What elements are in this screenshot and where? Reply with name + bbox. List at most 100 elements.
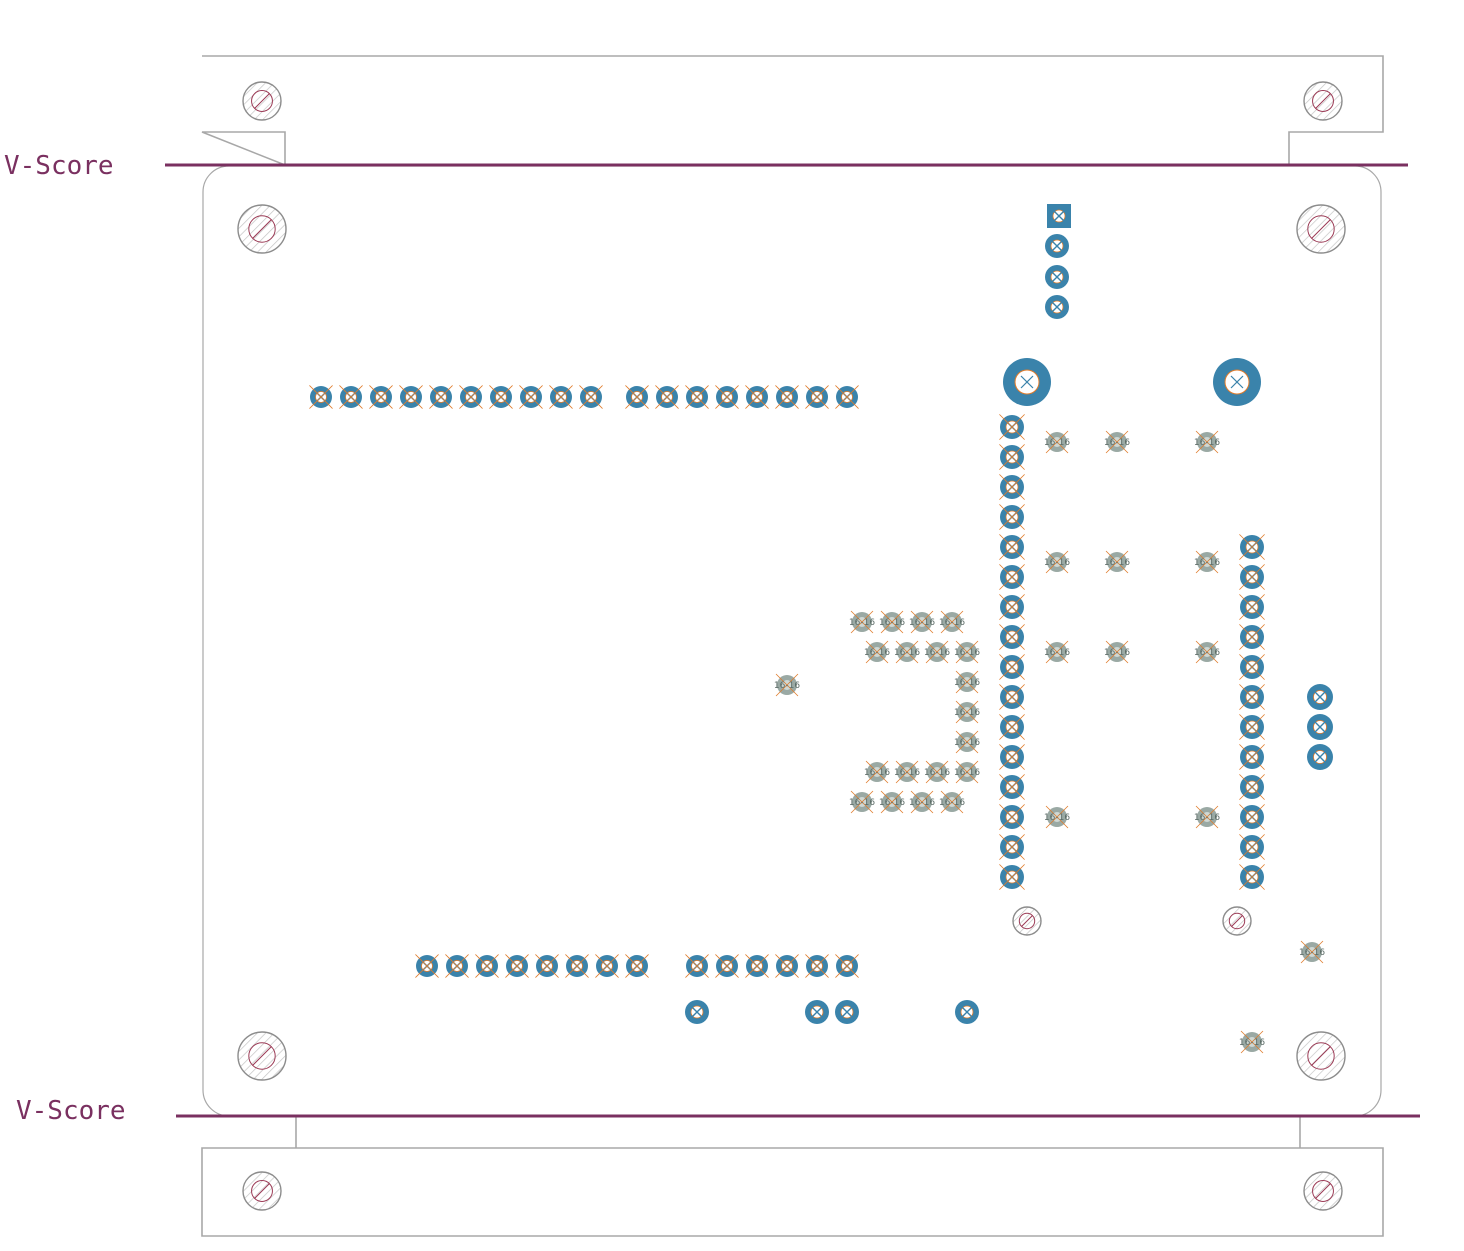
header-pin	[685, 954, 709, 978]
module-pin	[999, 504, 1025, 530]
module-pin	[1239, 834, 1265, 860]
via: 16-16	[954, 730, 980, 754]
module-pin	[999, 864, 1025, 890]
via: 16-16	[939, 790, 965, 814]
via: 16-16	[1299, 940, 1325, 964]
via-drill-label: 16-16	[1299, 948, 1325, 958]
header-pin	[535, 954, 559, 978]
via-drill-label: 16-16	[879, 618, 905, 628]
module-pin	[999, 654, 1025, 680]
header-pin	[775, 385, 799, 409]
module-pin	[999, 414, 1025, 440]
via: 16-16	[909, 610, 935, 634]
header-pin	[625, 954, 649, 978]
header-pin	[595, 954, 619, 978]
via-drill-label: 16-16	[879, 798, 905, 808]
header-pin	[445, 954, 469, 978]
header-pin	[489, 385, 513, 409]
th-pad	[835, 1000, 859, 1024]
vscore-label-bottom: V-Score	[16, 1096, 126, 1126]
via: 16-16	[849, 610, 875, 634]
via-drill-label: 16-16	[1239, 1038, 1265, 1048]
via-drill-label: 16-16	[1194, 558, 1220, 568]
header-pin	[1307, 714, 1333, 740]
module-pin	[1239, 804, 1265, 830]
via: 16-16	[924, 760, 950, 784]
via-drill-label: 16-16	[1044, 648, 1070, 658]
mounting-hole	[1296, 1031, 1346, 1081]
module-pin	[1239, 774, 1265, 800]
header-pin	[1045, 234, 1069, 258]
module-pin	[999, 744, 1025, 770]
component-layer: 16-16 16-16 16-16 16-16 16-16 16-16 16-16 16-16…	[237, 81, 1346, 1211]
header-pin	[745, 385, 769, 409]
via: 16-16	[1194, 430, 1220, 454]
module-pin	[999, 774, 1025, 800]
via-drill-label: 16-16	[954, 768, 980, 778]
via-drill-label: 16-16	[894, 768, 920, 778]
npth-hole	[1012, 906, 1042, 936]
large-pad	[1213, 358, 1261, 406]
header-pin	[1045, 295, 1069, 319]
module-pin	[999, 534, 1025, 560]
via-drill-label: 16-16	[1104, 648, 1130, 658]
via: 16-16	[1044, 805, 1070, 829]
header-pin	[519, 385, 543, 409]
via-drill-label: 16-16	[849, 618, 875, 628]
via-drill-label: 16-16	[1104, 438, 1130, 448]
module-pin	[1239, 654, 1265, 680]
large-pad	[1003, 358, 1051, 406]
module-pin	[999, 594, 1025, 620]
via-drill-label: 16-16	[909, 798, 935, 808]
header-pin	[505, 954, 529, 978]
module-pin	[999, 564, 1025, 590]
header-pin	[309, 385, 333, 409]
header-pin	[715, 385, 739, 409]
header-pin	[805, 385, 829, 409]
rail-tooling-hole	[242, 81, 282, 121]
via-drill-label: 16-16	[1194, 813, 1220, 823]
header-pin	[685, 385, 709, 409]
via-drill-label: 16-16	[1194, 648, 1220, 658]
rail-tooling-hole	[1303, 1171, 1343, 1211]
via: 16-16	[954, 700, 980, 724]
module-pin	[999, 804, 1025, 830]
header-pin	[805, 954, 829, 978]
via-drill-label: 16-16	[954, 678, 980, 688]
via-drill-label: 16-16	[864, 648, 890, 658]
via-drill-label: 16-16	[909, 618, 935, 628]
via-drill-label: 16-16	[954, 738, 980, 748]
top-rail-outline	[201, 55, 1384, 167]
module-pin	[1239, 564, 1265, 590]
module-pin	[1239, 534, 1265, 560]
via: 16-16	[924, 640, 950, 664]
via-drill-label: 16-16	[924, 648, 950, 658]
module-pin	[999, 684, 1025, 710]
via: 16-16	[774, 673, 800, 697]
via: 16-16	[1239, 1030, 1265, 1054]
via: 16-16	[954, 760, 980, 784]
header-pin-1	[1047, 204, 1071, 228]
via: 16-16	[849, 790, 875, 814]
header-pin	[549, 385, 573, 409]
module-pin	[1239, 684, 1265, 710]
via: 16-16	[909, 790, 935, 814]
rail-tooling-hole	[242, 1171, 282, 1211]
bottom-rail-outline	[201, 1116, 1384, 1237]
mounting-hole	[237, 1031, 287, 1081]
module-pin	[999, 714, 1025, 740]
module-pin	[999, 444, 1025, 470]
via: 16-16	[1044, 430, 1070, 454]
via: 16-16	[1194, 550, 1220, 574]
header-pin	[655, 385, 679, 409]
via: 16-16	[1044, 550, 1070, 574]
via-drill-label: 16-16	[1044, 438, 1070, 448]
module-pin	[1239, 594, 1265, 620]
via: 16-16	[1104, 430, 1130, 454]
via-drill-label: 16-16	[1104, 558, 1130, 568]
via: 16-16	[879, 610, 905, 634]
th-pad	[955, 1000, 979, 1024]
header-pin	[459, 385, 483, 409]
header-pin	[565, 954, 589, 978]
module-pin	[1239, 624, 1265, 650]
